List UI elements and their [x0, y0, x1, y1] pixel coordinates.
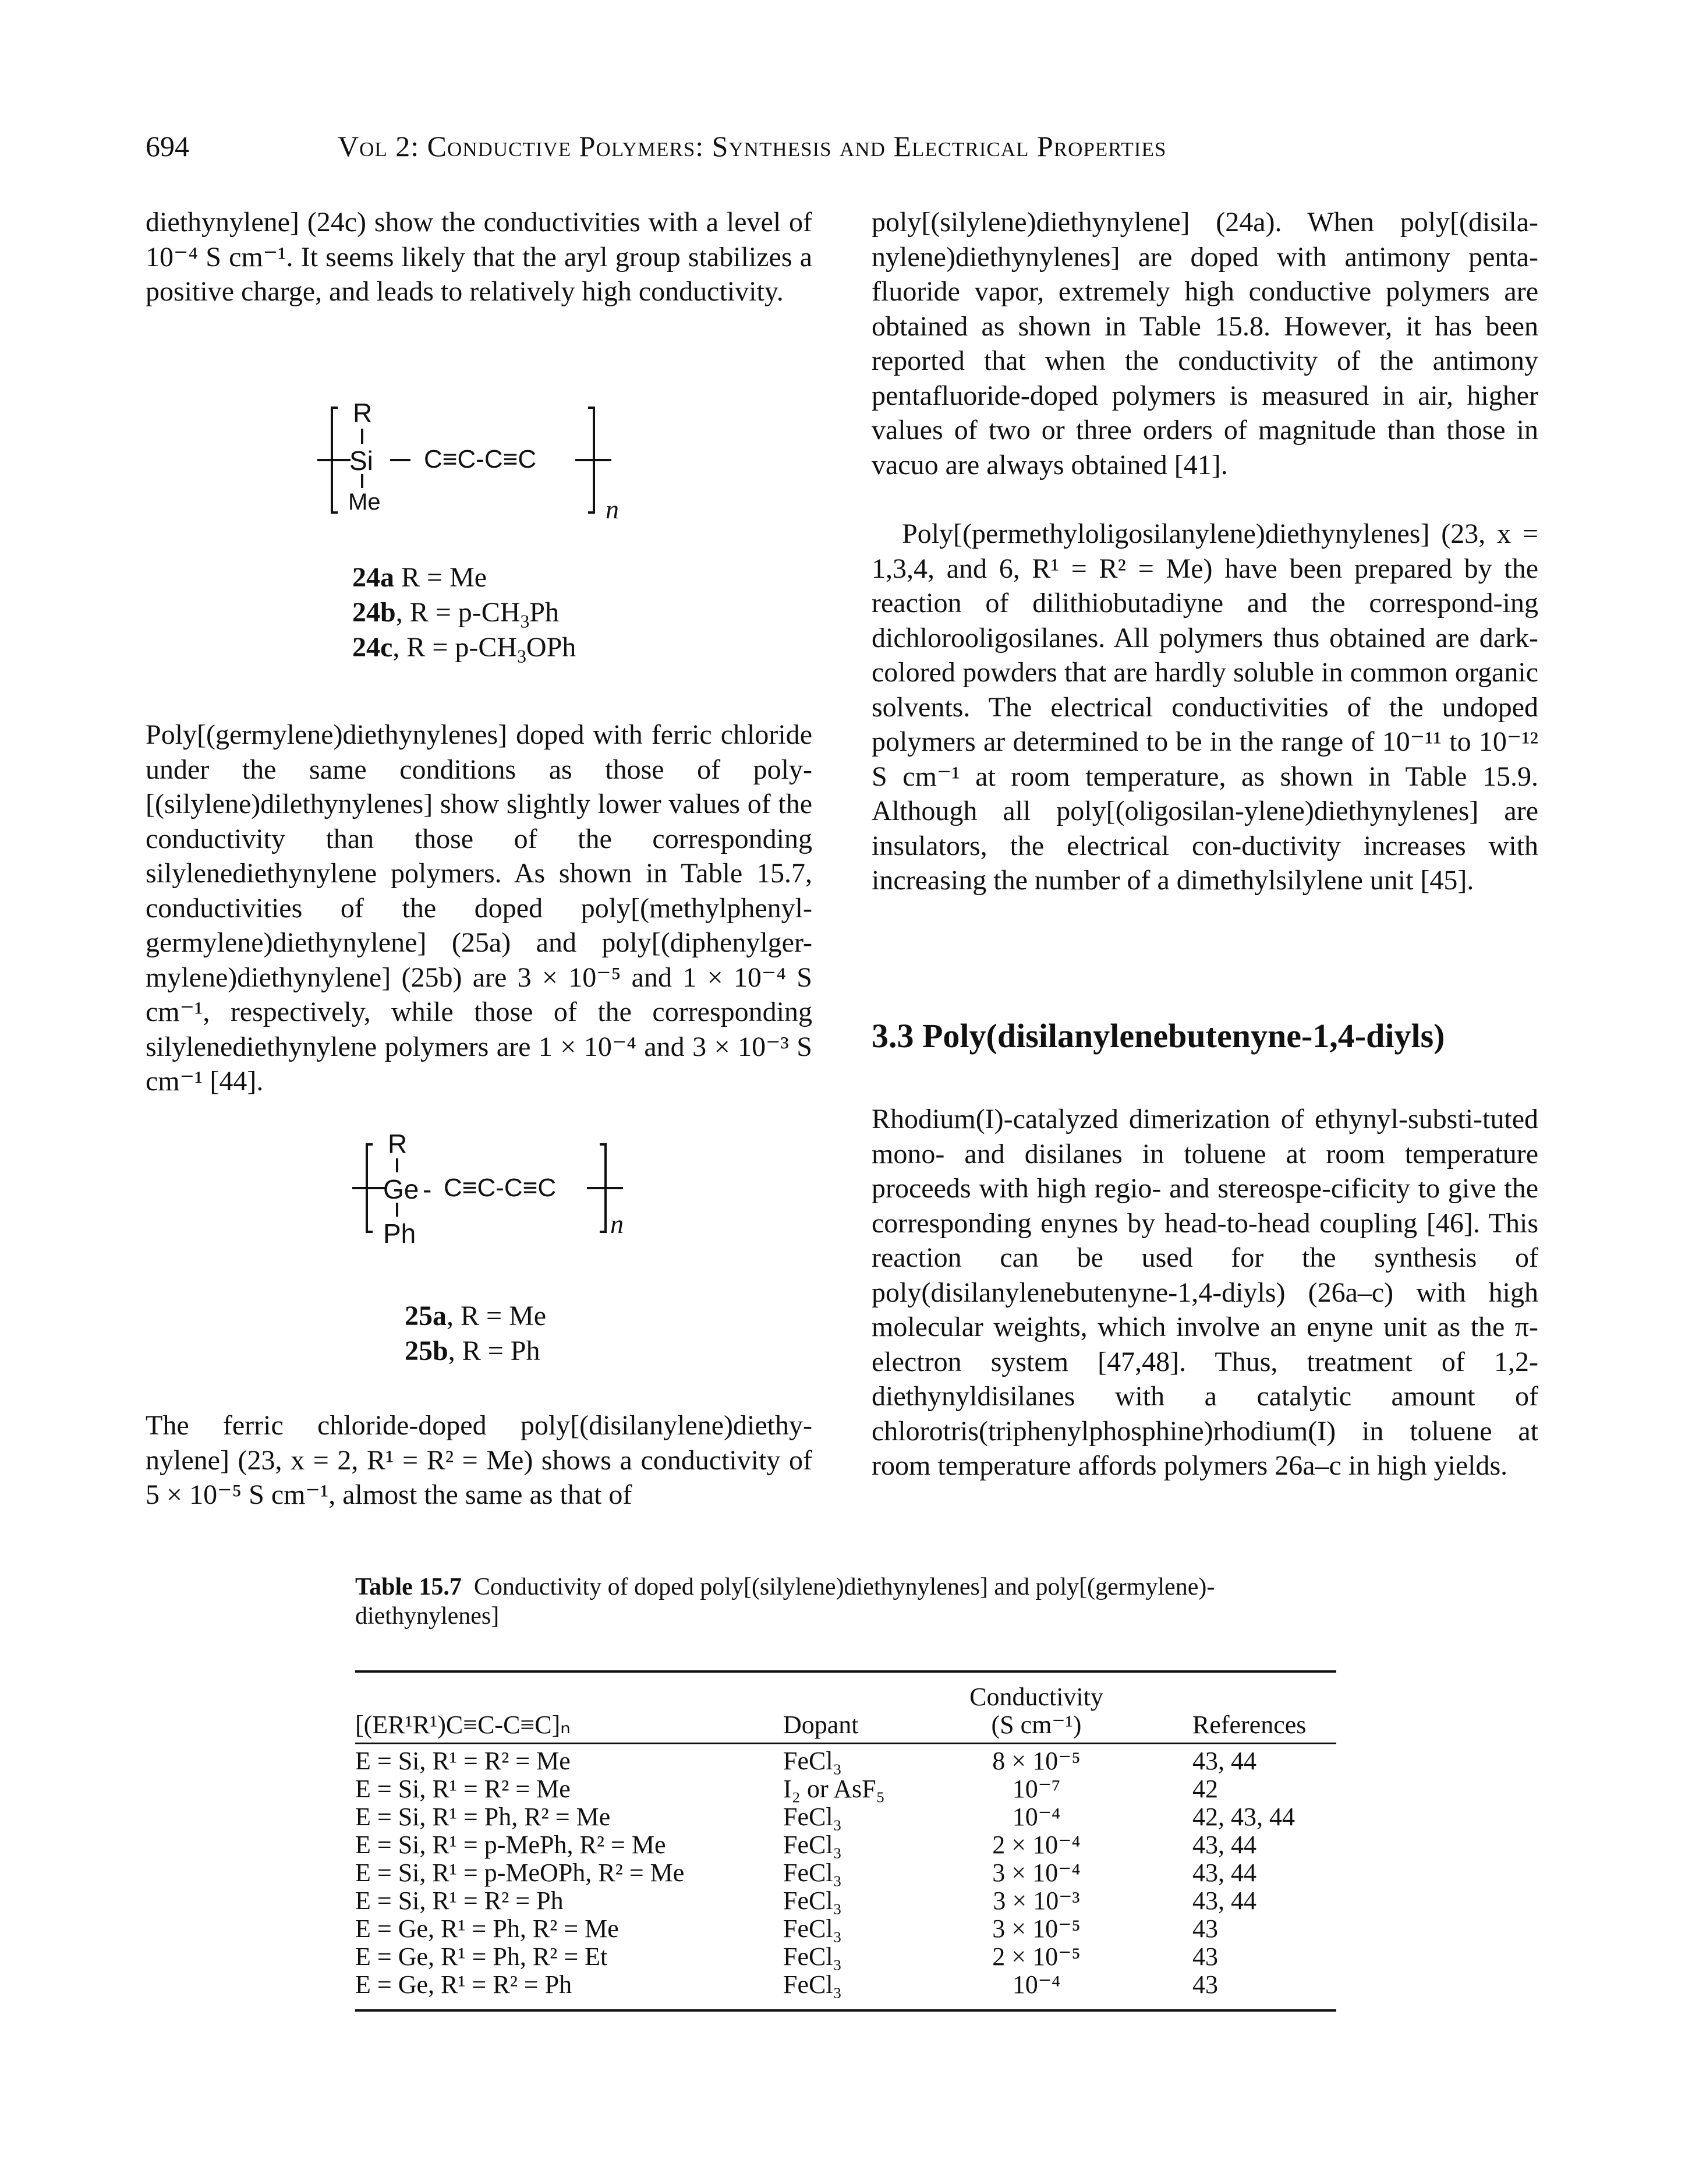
label-24a: 24a R = Me: [352, 562, 487, 593]
cell-refs: 43, 44: [1192, 1747, 1256, 1775]
cell-refs: 43: [1192, 1914, 1218, 1943]
right-para1-text: poly[(silylene)diethynylene] (24a). When…: [872, 207, 1538, 480]
cell-conductivity: 2 × 10⁻⁴: [992, 1830, 1081, 1859]
cell-conductivity: 10⁻⁷: [1012, 1775, 1061, 1803]
cell-conductivity: 3 × 10⁻³: [993, 1886, 1080, 1915]
label-25a: 25a, R = Me: [405, 1300, 547, 1331]
table-header: [(ER¹R¹)C≡C-C≡C]ₙ Dopant Conductivity (S…: [355, 1677, 1336, 1741]
cell-refs: 43: [1192, 1970, 1218, 1999]
cell-conductivity: 8 × 10⁻⁵: [992, 1747, 1081, 1775]
label-24b: 24b, R = p-CH3Ph: [352, 597, 559, 632]
table-caption-text: Conductivity of doped poly[(silylene)die…: [355, 1574, 1215, 1630]
left-paragraph-2: Poly[(germylene)diethynylenes] doped wit…: [146, 718, 812, 1099]
cell-polymer: E = Si, R¹ = R² = Me: [355, 1775, 571, 1803]
cell-dopant: FeCl₃: [783, 1858, 842, 1887]
cell-refs: 42, 43, 44: [1192, 1803, 1295, 1831]
structure-24-bonds: [317, 407, 611, 514]
cell-polymer: E = Si, R¹ = R² = Ph: [355, 1886, 564, 1915]
cell-conductivity: 2 × 10⁻⁵: [992, 1942, 1081, 1971]
header-conductivity: Conductivity: [969, 1683, 1103, 1711]
table-bottom-rule: [355, 2009, 1336, 2012]
header-polymer: [(ER¹R¹)C≡C-C≡C]ₙ: [355, 1711, 571, 1739]
cell-refs: 43, 44: [1192, 1858, 1256, 1887]
table-header-rule: [355, 1743, 1336, 1744]
label-25b: 25b, R = Ph: [405, 1335, 540, 1366]
left-para1-text: diethynylene] (24c) show the conductivit…: [146, 207, 812, 307]
table-row: E = Ge, R¹ = Ph, R² = Me FeCl₃ 3 × 10⁻⁵ …: [355, 1915, 1336, 1943]
page-number: 694: [146, 130, 189, 162]
structure-25-dash: -: [423, 1174, 432, 1204]
table-caption: Table 15.7 Conductivity of doped poly[(s…: [355, 1572, 1336, 1631]
structure-25-ge: Ge: [383, 1174, 419, 1204]
structure-24-me: Me: [348, 489, 381, 515]
cell-dopant: FeCl₃: [783, 1830, 842, 1859]
structure-25-labels: 25a, R = Me 25b, R = Ph: [405, 1299, 546, 1369]
cell-dopant: FeCl₃: [783, 1942, 842, 1971]
cell-dopant: FeCl₃: [783, 1747, 842, 1775]
cell-refs: 43, 44: [1192, 1830, 1256, 1859]
table-row: E = Si, R¹ = p-MePh, R² = Me FeCl₃ 2 × 1…: [355, 1831, 1336, 1859]
right-paragraph-2: Poly[(permethyloligosilanylene)diethynyl…: [872, 517, 1538, 898]
structure-24-chain: C≡C-C≡C: [424, 445, 537, 473]
header-references: References: [1192, 1711, 1307, 1739]
cell-polymer: E = Ge, R¹ = R² = Ph: [355, 1970, 572, 1999]
table-row: E = Ge, R¹ = R² = Ph FeCl₃ 10⁻⁴ 43: [355, 1971, 1336, 1999]
header-conductivity-unit: (S cm⁻¹): [991, 1711, 1082, 1739]
cell-dopant: FeCl₃: [783, 1803, 842, 1831]
table-row: E = Si, R¹ = R² = Me I₂ or AsF₅ 10⁻⁷ 42: [355, 1775, 1336, 1803]
table-top-rule: [355, 1670, 1336, 1673]
structure-24-r: R: [353, 398, 373, 428]
structure-25-ph: Ph: [383, 1218, 416, 1249]
structure-24-labels: 24a R = Me 24b, R = p-CH3Ph 24c, R = p-C…: [352, 560, 576, 667]
right-paragraph-3: Rhodium(I)-catalyzed dimerization of eth…: [872, 1102, 1538, 1483]
section-heading: 3.3 Poly(disilanylenebutenyne-1,4-diyls): [872, 1017, 1445, 1055]
structure-24-si: Si: [349, 446, 373, 476]
right-para2-text: Poly[(permethyloligosilanylene)diethynyl…: [872, 518, 1538, 896]
cell-polymer: E = Ge, R¹ = Ph, R² = Et: [355, 1942, 608, 1971]
structure-25-n: n: [610, 1209, 624, 1239]
structure-25-chain: C≡C-C≡C: [444, 1174, 557, 1202]
table-row: E = Si, R¹ = R² = Me FeCl₃ 8 × 10⁻⁵ 43, …: [355, 1747, 1336, 1775]
cell-polymer: E = Si, R¹ = Ph, R² = Me: [355, 1803, 611, 1831]
left-para2-text: Poly[(germylene)diethynylenes] doped wit…: [146, 719, 812, 1097]
cell-polymer: E = Si, R¹ = p-MePh, R² = Me: [355, 1830, 666, 1859]
label-24c: 24c, R = p-CH3OPh: [352, 632, 576, 667]
header-dopant: Dopant: [783, 1711, 859, 1739]
table-row: E = Si, R¹ = Ph, R² = Me FeCl₃ 10⁻⁴ 42, …: [355, 1803, 1336, 1831]
cell-polymer: E = Ge, R¹ = Ph, R² = Me: [355, 1914, 619, 1943]
left-paragraph-1: diethynylene] (24c) show the conductivit…: [146, 205, 812, 309]
right-paragraph-1: poly[(silylene)diethynylene] (24a). When…: [872, 205, 1538, 482]
running-title: Vol 2: Conductive Polymers: Synthesis an…: [338, 130, 1167, 162]
cell-polymer: E = Si, R¹ = R² = Me: [355, 1747, 571, 1775]
cell-dopant: FeCl₃: [783, 1970, 842, 1999]
cell-dopant: I₂ or AsF₅: [783, 1775, 885, 1803]
table-row: E = Si, R¹ = p-MeOPh, R² = Me FeCl₃ 3 × …: [355, 1859, 1336, 1887]
right-para3-text: Rhodium(I)-catalyzed dimerization of eth…: [872, 1104, 1538, 1481]
structure-25: R Ge - C≡C-C≡C Ph n: [349, 1127, 652, 1255]
cell-dopant: FeCl₃: [783, 1886, 842, 1915]
cell-refs: 43: [1192, 1942, 1218, 1971]
table-row: E = Si, R¹ = R² = Ph FeCl₃ 3 × 10⁻³ 43, …: [355, 1887, 1336, 1915]
cell-dopant: FeCl₃: [783, 1914, 842, 1943]
left-para3-text: The ferric chloride-doped poly[(disilany…: [146, 1410, 812, 1510]
structure-24-n: n: [606, 494, 619, 524]
cell-conductivity: 10⁻⁴: [1012, 1970, 1061, 1999]
cell-polymer: E = Si, R¹ = p-MeOPh, R² = Me: [355, 1858, 685, 1887]
cell-refs: 43, 44: [1192, 1886, 1256, 1915]
cell-conductivity: 3 × 10⁻⁴: [992, 1858, 1081, 1887]
table-label: Table 15.7: [355, 1574, 462, 1600]
cell-refs: 42: [1192, 1775, 1218, 1803]
cell-conductivity: 3 × 10⁻⁵: [992, 1914, 1081, 1943]
structure-25-bonds: [352, 1143, 623, 1233]
structure-24: R Si Me C≡C-C≡C n: [314, 396, 640, 536]
left-paragraph-3: The ferric chloride-doped poly[(disilany…: [146, 1408, 812, 1512]
cell-conductivity: 10⁻⁴: [1012, 1803, 1061, 1831]
structure-25-r: R: [388, 1129, 408, 1159]
table-row: E = Ge, R¹ = Ph, R² = Et FeCl₃ 2 × 10⁻⁵ …: [355, 1943, 1336, 1971]
